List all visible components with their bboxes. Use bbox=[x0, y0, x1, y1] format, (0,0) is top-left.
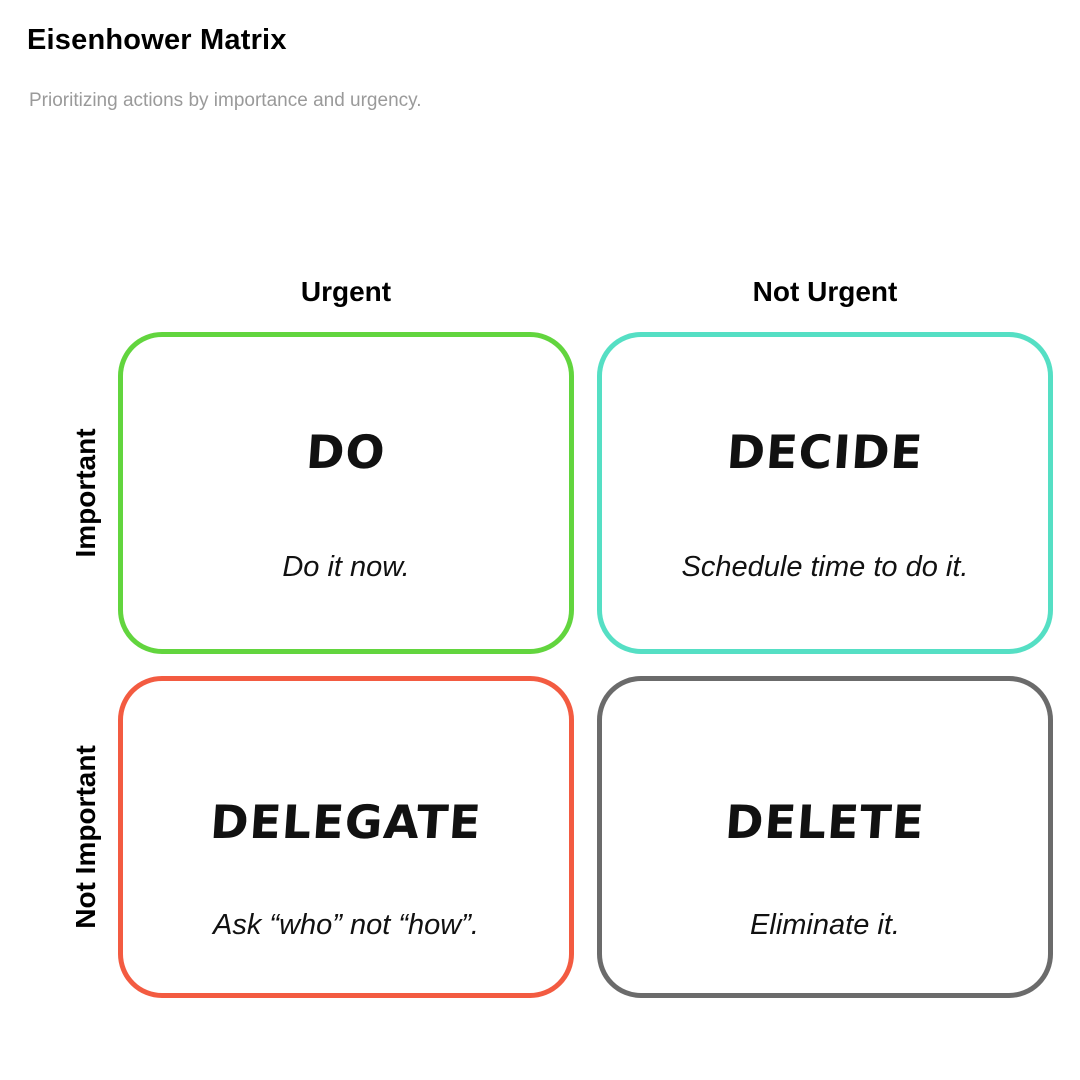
quadrant-do-description: Do it now. bbox=[282, 551, 410, 583]
quadrant-delegate-description: Ask “who” not “how”. bbox=[213, 909, 479, 941]
quadrant-delete-title: DELETE bbox=[723, 795, 927, 849]
quadrant-delegate-title: DELEGATE bbox=[208, 795, 484, 849]
row-label-not-important: Not Important bbox=[70, 745, 101, 929]
quadrant-do: DO Do it now. bbox=[118, 332, 574, 654]
column-label-urgent: Urgent bbox=[300, 276, 392, 307]
quadrant-decide: DECIDE Schedule time to do it. bbox=[597, 332, 1053, 654]
page-subtitle: Prioritizing actions by importance and u… bbox=[29, 90, 422, 111]
quadrant-decide-title: DECIDE bbox=[725, 425, 925, 479]
quadrant-decide-description: Schedule time to do it. bbox=[681, 551, 969, 583]
quadrant-delete: DELETE Eliminate it. bbox=[597, 676, 1053, 998]
row-label-important: Important bbox=[70, 428, 101, 558]
page-title: Eisenhower Matrix bbox=[27, 24, 287, 56]
quadrant-delegate: DELEGATE Ask “who” not “how”. bbox=[118, 676, 574, 998]
quadrant-delete-description: Eliminate it. bbox=[750, 909, 900, 941]
column-label-not-urgent: Not Urgent bbox=[752, 276, 898, 307]
quadrant-do-title: DO bbox=[304, 425, 388, 479]
